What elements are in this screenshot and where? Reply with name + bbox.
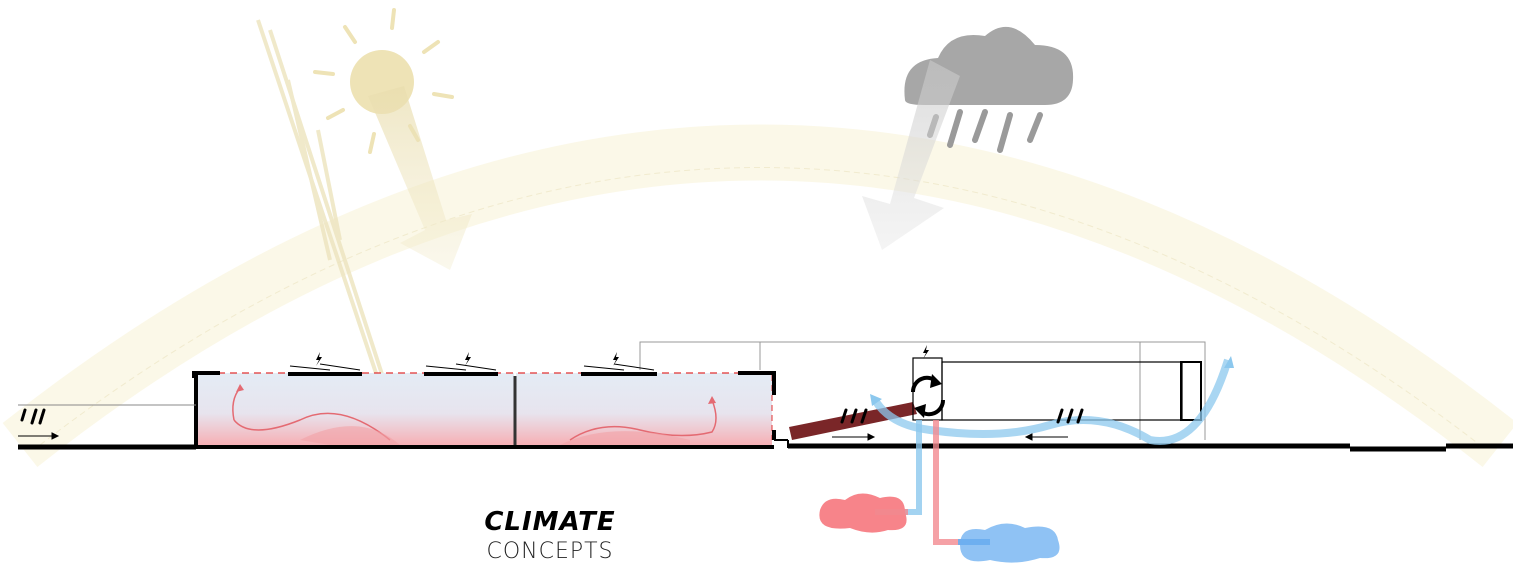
ground	[18, 439, 1513, 452]
title-block: CLIMATE CONCEPTS	[400, 507, 700, 567]
rain-beam-arrow	[862, 60, 960, 250]
wind-arrows	[18, 432, 1068, 441]
diagram-title: CLIMATE	[484, 507, 616, 537]
diagram-subtitle: CONCEPTS	[486, 539, 614, 564]
sun-icon	[313, 8, 454, 154]
warm-air-swirl-1	[300, 426, 400, 445]
right-end-panel	[1180, 361, 1202, 421]
wind-icon	[20, 408, 1084, 425]
roof-frame	[639, 341, 1206, 440]
sky-arc	[2, 124, 1513, 467]
cool-airflow	[871, 358, 1232, 445]
roof-segments	[192, 371, 776, 448]
warm-reservoir	[819, 493, 907, 533]
sky-arc-dash	[39, 167, 1481, 446]
cool-reservoir	[960, 523, 1060, 563]
warm-air-swirl-2	[560, 431, 690, 445]
sun-beam-arrow	[368, 86, 472, 270]
bolt-icons	[316, 345, 929, 366]
solar-panel-icon	[289, 363, 655, 371]
